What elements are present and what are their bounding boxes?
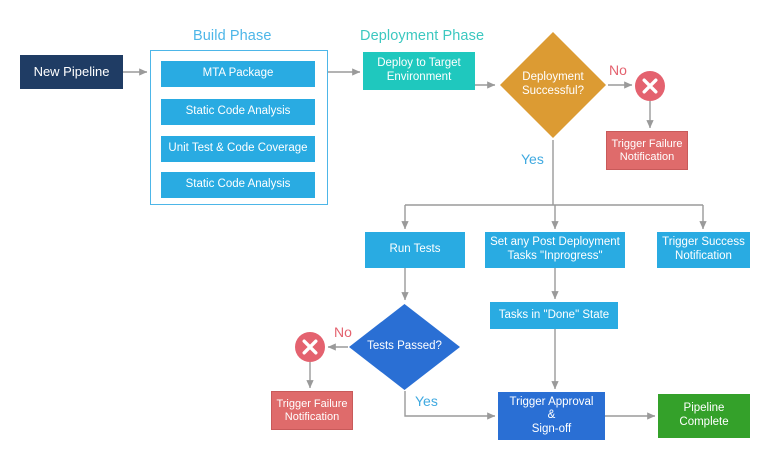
diamond-shape-deployment — [500, 32, 606, 138]
node-static-code-analysis-2[interactable]: Static Code Analysis — [161, 172, 315, 198]
x-icon — [295, 332, 325, 362]
edge-label-no-tests: No — [334, 324, 352, 340]
node-deployment-successful-decision[interactable]: Deployment Successful? — [498, 30, 608, 140]
diamond-shape-tests-passed — [349, 304, 460, 390]
node-tests-passed-label: Tests Passed? — [367, 340, 442, 353]
node-new-pipeline[interactable]: New Pipeline — [20, 55, 123, 89]
node-unit-test-code-coverage[interactable]: Unit Test & Code Coverage — [161, 136, 315, 162]
edge-label-yes-deployment: Yes — [521, 151, 544, 167]
error-x-icon-top — [635, 71, 665, 101]
node-pipeline-complete[interactable]: Pipeline Complete — [658, 394, 750, 438]
node-deploy-to-target-environment[interactable]: Deploy to Target Environment — [363, 52, 475, 90]
node-trigger-success-notification[interactable]: Trigger Success Notification — [657, 232, 750, 268]
error-x-icon-bottom — [295, 332, 325, 362]
node-trigger-failure-notification-top[interactable]: Trigger Failure Notification — [606, 131, 688, 170]
phase-label-build-phase: Build Phase — [193, 28, 272, 44]
node-tasks-in-done-state[interactable]: Tasks in "Done" State — [490, 302, 618, 329]
node-mta-package[interactable]: MTA Package — [161, 61, 315, 87]
node-trigger-failure-notification-bottom[interactable]: Trigger Failure Notification — [271, 391, 353, 430]
edge-label-no-deployment: No — [609, 62, 627, 78]
node-trigger-approval-signoff[interactable]: Trigger Approval & Sign-off — [498, 392, 605, 440]
node-run-tests[interactable]: Run Tests — [365, 232, 465, 268]
node-tests-passed-decision[interactable]: Tests Passed? — [348, 303, 461, 391]
node-deployment-successful-label: Deployment Successful? — [521, 71, 584, 97]
node-set-post-deployment-tasks[interactable]: Set any Post Deployment Tasks "Inprogres… — [485, 232, 625, 268]
node-static-code-analysis-1[interactable]: Static Code Analysis — [161, 99, 315, 125]
x-icon — [635, 71, 665, 101]
phase-label-deployment-phase: Deployment Phase — [360, 28, 485, 44]
edge-label-yes-tests: Yes — [415, 393, 438, 409]
